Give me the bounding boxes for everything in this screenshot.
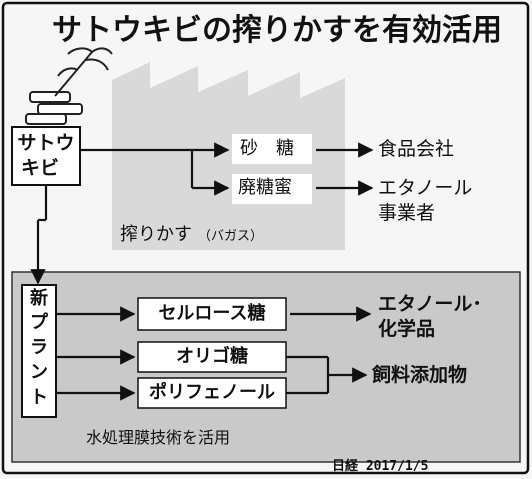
polyphenol-box	[137, 377, 287, 409]
bagasse-label: 搾りかす	[120, 224, 192, 245]
sugarcane-illustration	[25, 47, 113, 125]
new-plant-char-1: 新	[30, 288, 48, 309]
molasses-box	[232, 174, 312, 204]
bottom-connectors	[56, 306, 372, 401]
cellulose-sugar-label: セルロース糖	[158, 303, 266, 324]
diagram-title: サトウキビの搾りかすを有効活用	[52, 13, 502, 48]
new-plant-char-5: ト	[30, 387, 48, 408]
membrane-tech-label: 水処理膜技術を活用	[86, 428, 231, 447]
sugarcane-box	[11, 126, 81, 186]
oligosaccharide-label: オリゴ糖	[176, 346, 248, 367]
molasses-label: 廃糖蜜	[238, 177, 292, 198]
new-plant-char-2: プ	[30, 312, 48, 333]
ethanol-chemicals-line1: エタノール･	[378, 293, 482, 315]
new-plant-box	[21, 284, 57, 418]
sugarcane-label-line1: サトウ	[17, 132, 75, 154]
top-connectors	[30, 142, 374, 285]
ethanol-chemicals-line2: 化学品	[378, 318, 436, 340]
oligo-box	[137, 341, 287, 373]
ethanol-business-line1: エタノール	[378, 177, 473, 199]
polyphenol-label: ポリフェノール	[149, 382, 275, 403]
cellulose-box	[137, 297, 287, 331]
feed-additive-label: 飼料添加物	[372, 364, 468, 386]
bagasse-note: （バガス）	[198, 229, 264, 244]
sugarcane-label-line2: キビ	[20, 157, 59, 179]
ethanol-business-line2: 事業者	[378, 202, 436, 224]
sugar-label: 砂 糖	[240, 138, 294, 159]
new-plant-char-4: ン	[30, 362, 48, 383]
source-credit: 日経 2017/1/5	[332, 459, 429, 474]
sugar-box	[232, 134, 312, 164]
new-plant-char-3: ラ	[30, 337, 48, 358]
food-company-label: 食品会社	[378, 138, 455, 160]
